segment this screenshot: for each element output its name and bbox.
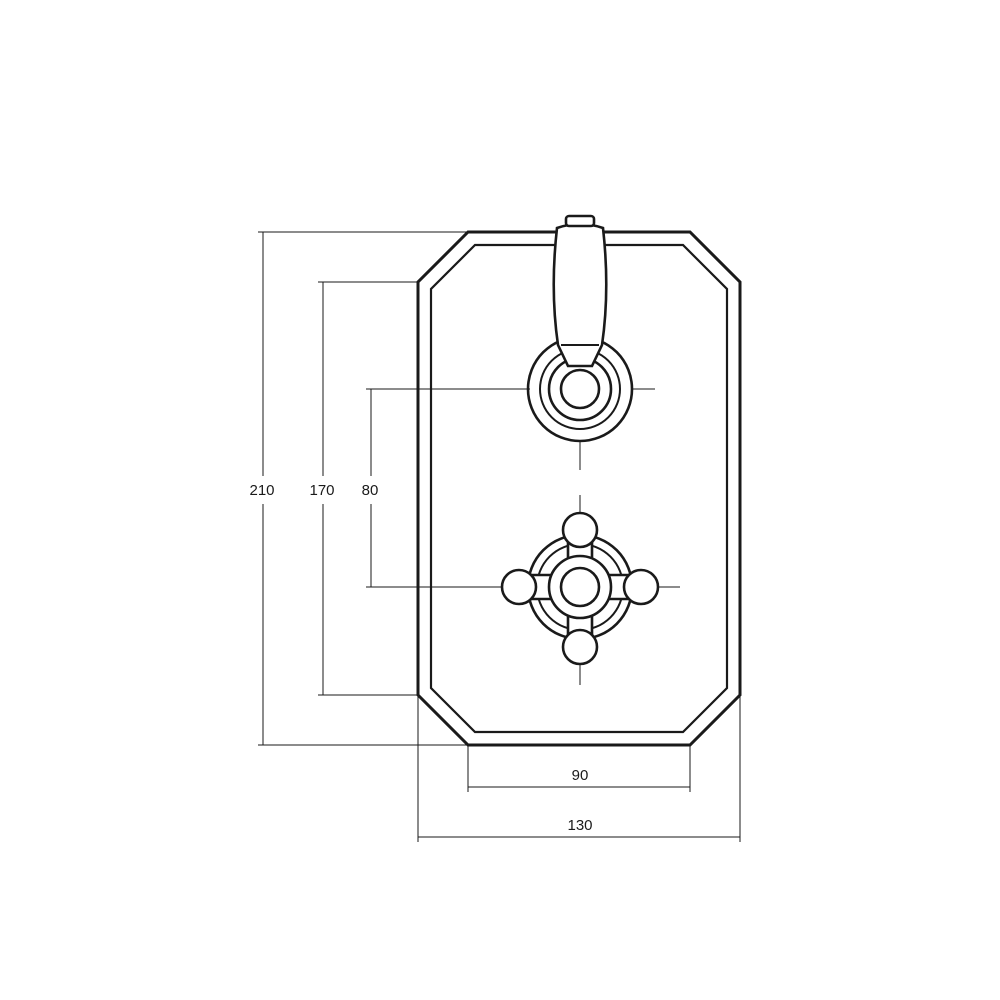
dim-80-label: 80 [362, 482, 379, 499]
dim-210-label: 210 [249, 482, 274, 499]
lever-handle-cap [564, 214, 596, 228]
crosshead-knob-right [622, 568, 660, 606]
dimension-90: 90 [467, 745, 691, 792]
dim-130-label: 130 [567, 817, 592, 834]
dimension-210: 210 [249, 231, 468, 746]
dimension-130: 130 [417, 695, 741, 842]
dimension-80: 80 [362, 388, 530, 588]
plate-inner-outline [429, 243, 729, 734]
lever-control [526, 214, 634, 443]
dim-90-label: 90 [572, 767, 589, 784]
crosshead-knob-bottom [561, 628, 599, 666]
dimension-170: 170 [309, 281, 418, 696]
crosshead-hub-inner [559, 566, 601, 608]
lever-hub-inner [559, 368, 601, 410]
crosshead-control [500, 511, 660, 666]
crosshead-knob-left [500, 568, 538, 606]
crosshead-knob-top [561, 511, 599, 549]
dim-170-label: 170 [309, 482, 334, 499]
